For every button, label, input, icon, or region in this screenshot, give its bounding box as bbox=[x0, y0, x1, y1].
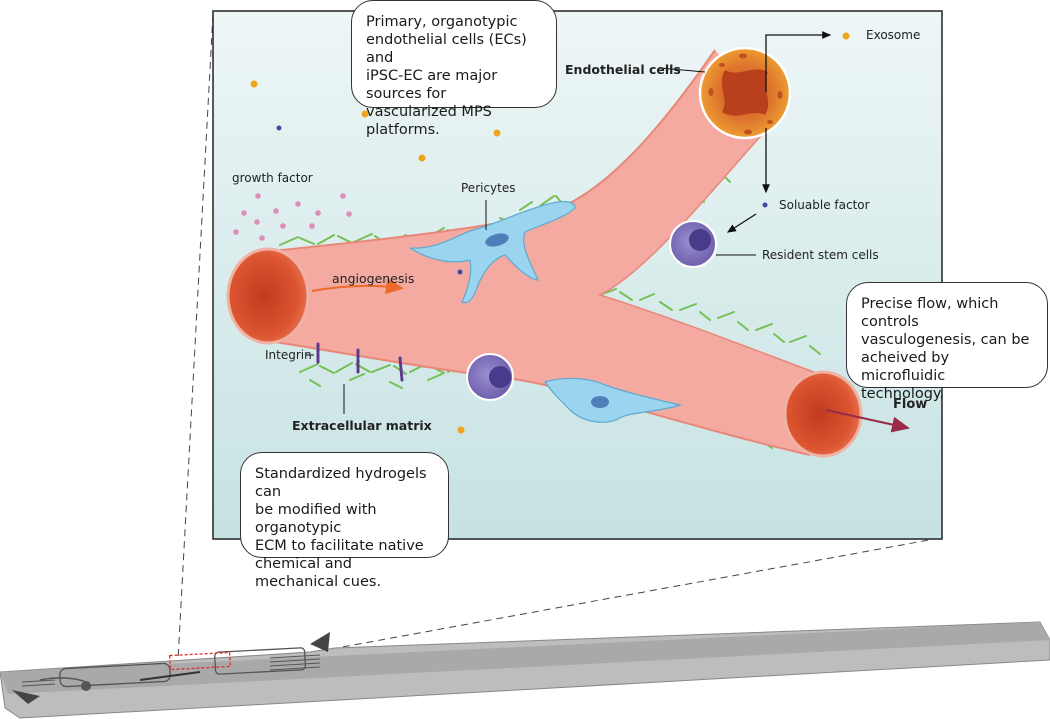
soluble-factor-particles bbox=[276, 125, 768, 275]
label-flow: Flow bbox=[893, 397, 928, 412]
label-angiogenesis: angiogenesis bbox=[332, 271, 415, 286]
flow-arrow bbox=[825, 409, 910, 433]
label-resident-stem-cells: Resident stem cells bbox=[762, 248, 879, 262]
label-extracellular-matrix: Extracellular matrix bbox=[292, 418, 432, 433]
exosome-arrow bbox=[765, 31, 832, 92]
callout-precise-flow: Precise flow, which controls vasculogene… bbox=[846, 282, 1048, 402]
label-endothelial-cells: Endothelial cells bbox=[565, 62, 681, 77]
stem-cell-arrow bbox=[726, 213, 757, 233]
exosome-particles bbox=[250, 32, 850, 434]
growth-factor-particles bbox=[233, 193, 352, 241]
callout-hydrogels: Standardized hydrogels can be modified w… bbox=[240, 452, 449, 590]
angiogenesis-arrow bbox=[311, 278, 404, 295]
pericyte-top bbox=[409, 201, 576, 304]
endothelial-cells-cross-section bbox=[698, 46, 792, 140]
label-growth-factor: growth factor bbox=[232, 171, 313, 185]
projection-line-left bbox=[177, 13, 214, 661]
label-integrin: Integrin bbox=[265, 348, 312, 362]
microfluidic-chip bbox=[0, 621, 1050, 719]
projection-line-right bbox=[270, 537, 941, 661]
integrin-markers bbox=[316, 342, 404, 382]
endothelial-cells-leader bbox=[659, 67, 706, 73]
vessel-lumen-right bbox=[783, 370, 863, 458]
pericyte-bottom bbox=[544, 377, 683, 423]
label-pericytes: Pericytes bbox=[461, 181, 516, 195]
stem-cell-lower bbox=[466, 353, 514, 401]
callout-cell-sources: Primary, organotypic endothelial cells (… bbox=[351, 0, 557, 138]
label-exosome: Exosome bbox=[866, 28, 921, 42]
resident-stem-cell-upper bbox=[669, 220, 717, 268]
vessel-lumen-left bbox=[226, 247, 310, 345]
label-soluble-factor: Soluable factor bbox=[779, 198, 870, 212]
